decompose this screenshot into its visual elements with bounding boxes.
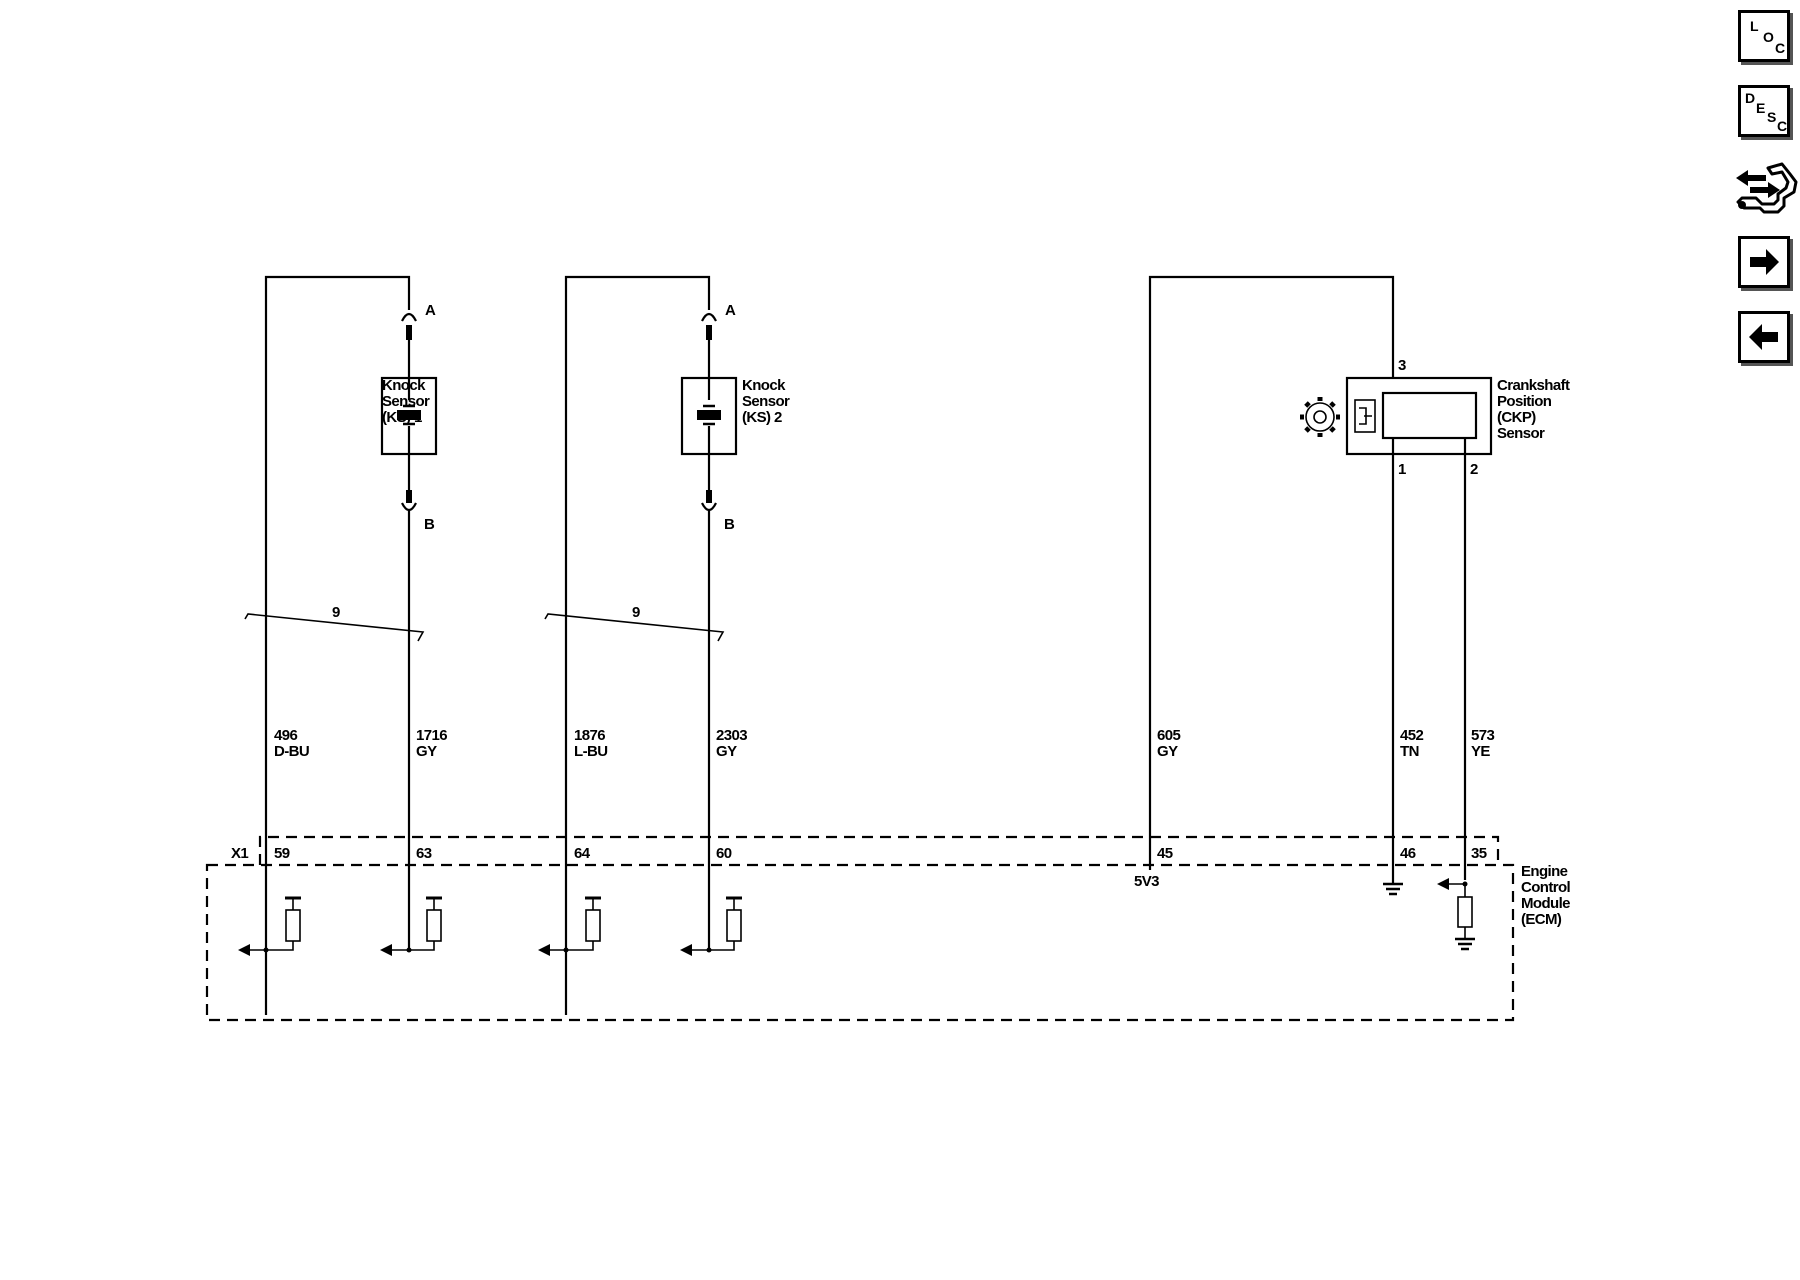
circuit-number: 1716 [416,727,447,744]
ecm-label: Control [1521,879,1571,896]
ecm-pin: 46 [1400,845,1416,862]
twisted-pair-symbol [544,613,725,642]
piezo-element-icon [397,410,421,420]
ecm-input-circuit-60 [680,896,742,956]
ckp-sensor-label: Crankshaft [1497,377,1570,394]
wire-color: D-BU [274,743,309,760]
desc-letter: C [1777,118,1788,134]
ecm-module: X1 Engine Control Module (ECM) [205,835,1571,1022]
ecm-label: Engine [1521,863,1568,880]
knock-sensor-1-label: (KS) 1 [382,409,422,426]
ecm-input-circuit-59 [238,896,301,956]
desc-letter: S [1767,109,1777,125]
wire-color: YE [1471,743,1490,760]
pin-b-label: B [424,516,435,533]
pin-a-label: A [725,302,736,319]
wire-1876 [564,275,711,1015]
pin-a-label: A [425,302,436,319]
circuit-number: 2303 [716,727,747,744]
desc-letter: E [1756,100,1766,116]
ecm-label: Module [1521,895,1570,912]
knock-sensor-2-circuit: Knock Sensor (KS) 2 A B 9 1876 L-BU 2303… [544,275,791,1015]
ecm-outline [205,863,1515,1022]
twist-count-label: 9 [332,604,340,621]
wire-496 [264,275,411,1015]
circuit-number: 1876 [574,727,605,744]
wire-605 [1148,275,1395,870]
ecm-label: (ECM) [1521,911,1562,928]
ground-icon [1383,882,1403,896]
ckp-pin-2: 2 [1470,461,1478,478]
ecm-input-circuit-64 [538,896,601,956]
wrench-arrows-icon [1736,162,1798,214]
ckp-magnet [1354,399,1376,433]
wire-color: GY [1157,743,1178,760]
desc-letter: D [1745,90,1756,106]
ecm-input-circuit-35 [1437,878,1473,938]
ckp-pin-3: 3 [1398,357,1406,374]
ckp-sensor-housing [1345,376,1493,456]
ckp-sensor-circuit: Crankshaft Position (CKP) Sensor 3 1 2 6… [1134,275,1571,890]
arrow-right-icon [1750,249,1779,275]
knock-sensor-1-label: Sensor [382,393,430,410]
ckp-sensor-label: (CKP) [1497,409,1536,426]
connector-b-terminal [401,502,417,512]
circuit-number: 573 [1471,727,1494,744]
connector-a-terminal [401,312,417,322]
connector-x1-label: X1 [231,845,248,862]
connector-b-terminal [701,502,717,512]
loc-letter: O [1763,29,1774,45]
wire-color: GY [416,743,437,760]
pin-b-label: B [724,516,735,533]
ecm-pin: 60 [716,845,732,862]
ecm-input-circuit-63 [380,896,442,956]
knock-sensor-1-circuit: Knock Sensor (KS) 1 A B 9 496 D-BU 1716 … [244,275,448,1015]
twist-count-label: 9 [632,604,640,621]
ckp-sensor-label: Position [1497,393,1552,410]
circuit-number: 496 [274,727,297,744]
gear-icon [1300,397,1340,437]
loc-letter: L [1750,18,1759,34]
ckp-sensor-label: Sensor [1497,425,1545,442]
description-button[interactable]: D E S C [1738,85,1790,137]
wrench-arrows-button[interactable] [1734,160,1798,224]
ecm-pin: 59 [274,845,290,862]
twisted-pair-symbol [244,613,425,642]
ground-icon [1455,937,1475,951]
ecm-pin: 64 [574,845,591,862]
wire-color: GY [716,743,737,760]
knock-sensor-2-label: Knock [742,377,786,394]
arrow-left-icon [1749,324,1778,350]
knock-sensor-2-label: (KS) 2 [742,409,782,426]
wire-color: TN [1400,743,1419,760]
reference-voltage-label: 5V3 [1134,873,1159,890]
x1-connector-outline [258,835,1500,865]
next-button[interactable] [1738,236,1790,288]
ecm-pin: 45 [1157,845,1173,862]
piezo-element-icon [697,410,721,420]
connector-a-terminal [701,312,717,322]
ecm-pin: 63 [416,845,432,862]
ckp-pin-1: 1 [1398,461,1406,478]
knock-sensor-1-label: Knock [382,377,426,394]
previous-button[interactable] [1738,311,1790,363]
ckp-sensor-body [1381,391,1478,440]
wire-color: L-BU [574,743,607,760]
location-button[interactable]: L O C [1738,10,1790,62]
knock-sensor-2-label: Sensor [742,393,790,410]
ecm-pin: 35 [1471,845,1487,862]
circuit-number: 452 [1400,727,1423,744]
ckp-hall-element [1359,407,1372,425]
circuit-number: 605 [1157,727,1180,744]
loc-letter: C [1775,40,1786,56]
